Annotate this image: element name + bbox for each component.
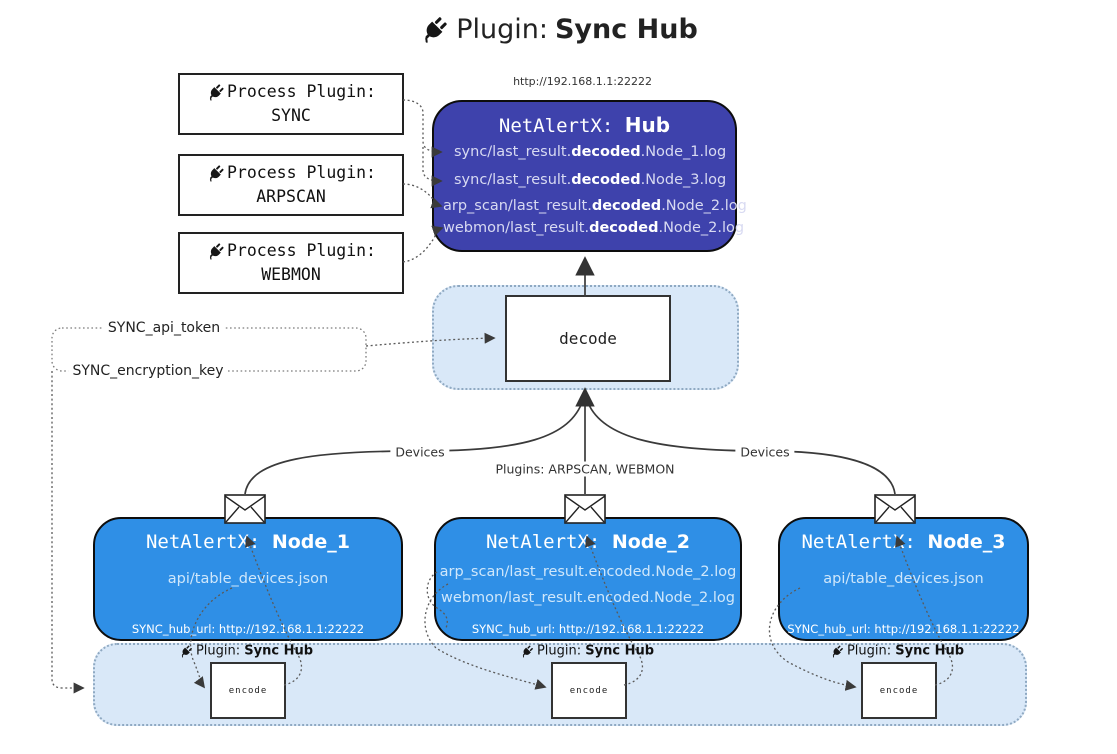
node-file: arp_scan/last_result.encoded.Node_2.log bbox=[439, 564, 737, 580]
process-plugin-arpscan: Process Plugin: ARPSCAN bbox=[178, 154, 404, 216]
process-plugin-line1: Process Plugin: bbox=[226, 241, 376, 261]
setting-encryption-key: SYNC_encryption_key bbox=[68, 363, 228, 379]
envelope-icon bbox=[874, 494, 916, 524]
encoder-label-3: Plugin: Sync Hub bbox=[830, 644, 964, 659]
decode-box: decode bbox=[505, 295, 671, 382]
node-file: webmon/last_result.encoded.Node_2.log bbox=[440, 590, 735, 606]
node-hub-url: SYNC_hub_url: http://192.168.1.1:22222 bbox=[787, 622, 1020, 636]
node-title: NetAlertX: Node_1 bbox=[145, 531, 350, 553]
process-plugin-line1: Process Plugin: bbox=[226, 163, 376, 183]
edge-label-devices-right: Devices bbox=[735, 444, 795, 460]
envelope-icon bbox=[224, 494, 266, 524]
edge-settings-to-encoders bbox=[51, 371, 85, 694]
node-hub-url: SYNC_hub_url: http://192.168.1.1:22222 bbox=[471, 622, 705, 636]
setting-api-token: SYNC_api_token bbox=[103, 320, 225, 336]
encoder-label-1: Plugin: Sync Hub bbox=[179, 644, 313, 659]
encode-box-1: encode bbox=[210, 662, 286, 719]
process-plugin-webmon: Process Plugin: WEBMON bbox=[178, 232, 404, 294]
plug-icon bbox=[522, 645, 533, 658]
node-hub-url: SYNC_hub_url: http://192.168.1.1:22222 bbox=[131, 622, 365, 636]
title-prefix: Plugin: bbox=[456, 14, 548, 45]
hub-log-4: webmon/last_result.decoded.Node_2.log bbox=[443, 220, 745, 236]
hub-log-3: arp_scan/last_result.decoded.Node_2.log bbox=[443, 198, 747, 214]
hub-log-2: sync/last_result.decoded.Node_3.log bbox=[454, 172, 727, 188]
hub-url: http://192.168.1.1:22222 bbox=[513, 75, 652, 88]
process-plugin-name: ARPSCAN bbox=[256, 187, 326, 206]
encoder-label-2: Plugin: Sync Hub bbox=[520, 644, 654, 659]
node-title: NetAlertX: Node_2 bbox=[485, 531, 690, 553]
encode-label: encode bbox=[569, 685, 609, 696]
hub-title: NetAlertX: Hub bbox=[498, 113, 671, 137]
plug-icon bbox=[832, 645, 843, 658]
process-plugin-sync: Process Plugin: SYNC bbox=[178, 73, 404, 135]
encode-box-3: encode bbox=[861, 662, 937, 719]
hub-log-1: sync/last_result.decoded.Node_1.log bbox=[454, 144, 727, 160]
encode-box-2: encode bbox=[551, 662, 627, 719]
edge-label-plugins: Plugins: ARPSCAN, WEBMON bbox=[490, 461, 680, 477]
node-file: api/table_devices.json bbox=[823, 571, 984, 587]
process-plugin-name: WEBMON bbox=[261, 265, 321, 284]
plug-icon bbox=[425, 16, 447, 43]
node-2-box: NetAlertX: Node_2 arp_scan/last_result.e… bbox=[434, 517, 742, 641]
title-bold: Sync Hub bbox=[554, 14, 698, 45]
node-file: api/table_devices.json bbox=[167, 571, 329, 587]
envelope-icon bbox=[564, 494, 606, 524]
process-plugin-line1: Process Plugin: bbox=[226, 82, 376, 102]
plug-icon bbox=[209, 164, 224, 182]
node-title: NetAlertX: Node_3 bbox=[801, 531, 1006, 553]
plug-icon bbox=[209, 83, 224, 101]
decode-label: decode bbox=[559, 329, 617, 348]
encode-label: encode bbox=[228, 685, 268, 696]
node-3-box: NetAlertX: Node_3 api/table_devices.json… bbox=[778, 517, 1029, 641]
plug-icon bbox=[209, 242, 224, 260]
edge-label-devices-left: Devices bbox=[390, 444, 450, 460]
process-plugin-name: SYNC bbox=[271, 106, 311, 125]
hub-box: NetAlertX: Hub sync/last_result.decoded.… bbox=[432, 100, 747, 252]
encode-label: encode bbox=[879, 685, 919, 696]
page-title: Plugin: Sync Hub bbox=[0, 14, 1117, 45]
plug-icon bbox=[181, 645, 192, 658]
node-1-box: NetAlertX: Node_1 api/table_devices.json… bbox=[93, 517, 403, 641]
